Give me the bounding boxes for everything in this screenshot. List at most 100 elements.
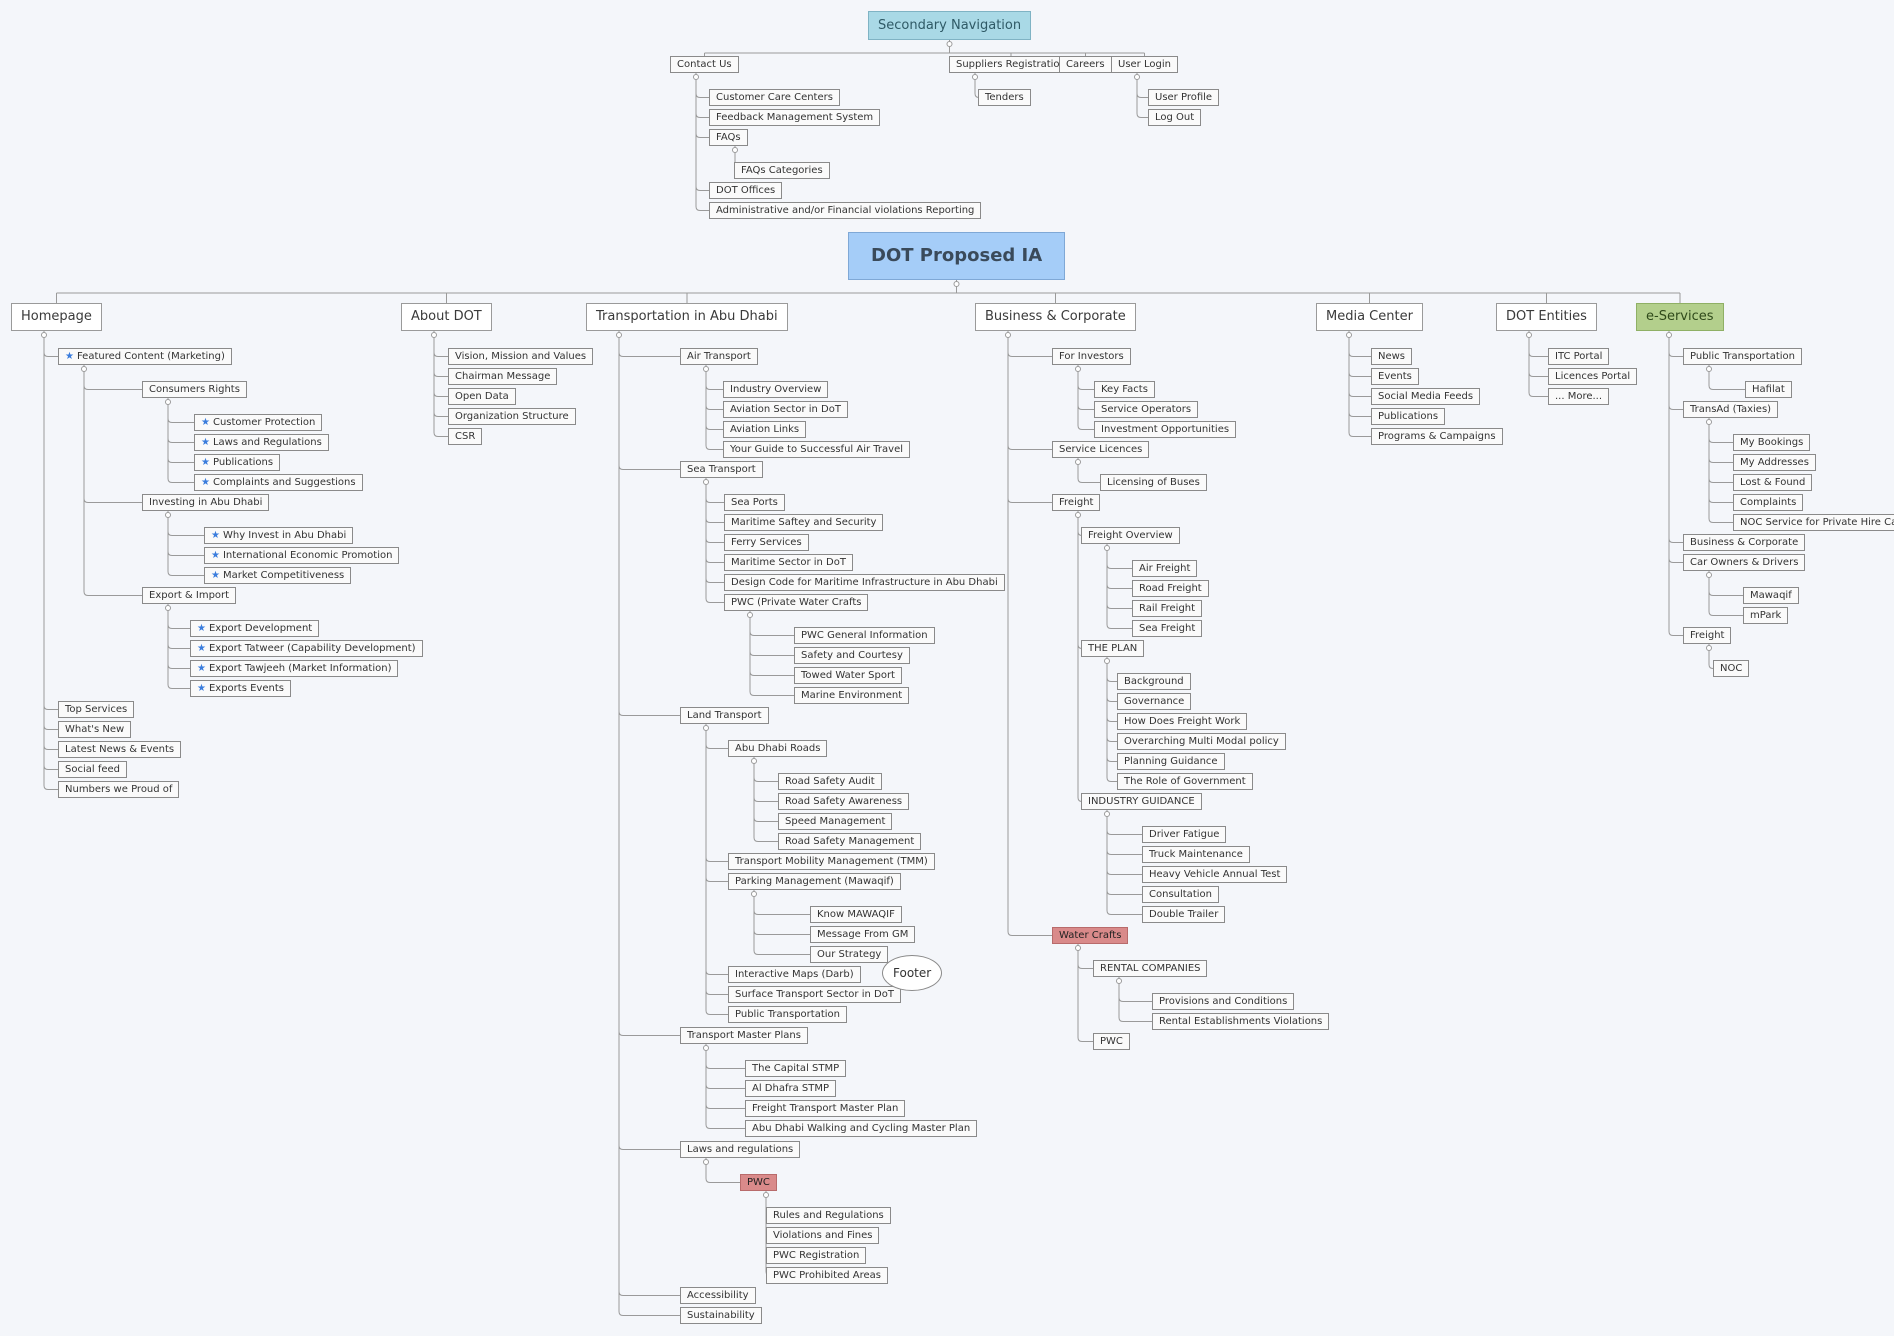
node-es-haf[interactable]: Hafilat — [1745, 381, 1792, 398]
node-h-ed[interactable]: ★Export Development — [190, 620, 320, 637]
node-m-news[interactable]: News — [1371, 348, 1413, 365]
node-t-laws[interactable]: Laws and regulations — [680, 1141, 801, 1158]
node-es[interactable]: e-Services — [1636, 303, 1724, 331]
node-t-tmp1[interactable]: The Capital STMP — [745, 1060, 847, 1077]
node-a-vis[interactable]: Vision, Mission and Values — [448, 348, 594, 365]
node-b-plan6[interactable]: The Role of Government — [1117, 773, 1253, 790]
collapse-handle-icon[interactable] — [1104, 658, 1110, 664]
node-t-air2[interactable]: Aviation Sector in DoT — [723, 401, 848, 418]
node-t-adr[interactable]: Abu Dhabi Roads — [728, 740, 828, 757]
node-m-pc[interactable]: Programs & Campaigns — [1371, 428, 1503, 445]
node-t-adr1[interactable]: Road Safety Audit — [778, 773, 882, 790]
node-t-air[interactable]: Air Transport — [680, 348, 758, 365]
collapse-handle-icon[interactable] — [1706, 419, 1712, 425]
node-t-surf[interactable]: Surface Transport Sector in DoT — [728, 986, 901, 1003]
node-t-park1[interactable]: Know MAWAQIF — [810, 906, 902, 923]
node-b-pwc[interactable]: PWC — [1093, 1033, 1130, 1050]
collapse-handle-icon[interactable] — [1134, 74, 1140, 80]
node-es-ta2[interactable]: My Addresses — [1733, 454, 1816, 471]
collapse-handle-icon[interactable] — [1526, 332, 1532, 338]
collapse-handle-icon[interactable] — [1104, 545, 1110, 551]
node-t-maps[interactable]: Interactive Maps (Darb) — [728, 966, 861, 983]
node-t-park2[interactable]: Message From GM — [810, 926, 916, 943]
collapse-handle-icon[interactable] — [1706, 572, 1712, 578]
collapse-handle-icon[interactable] — [1005, 332, 1011, 338]
node-h-cp[interactable]: ★Customer Protection — [194, 414, 323, 431]
node-t-lpwc2[interactable]: Violations and Fines — [766, 1227, 880, 1244]
node-root[interactable]: DOT Proposed IA — [848, 232, 1066, 280]
node-es-ta[interactable]: TransAd (Taxies) — [1683, 401, 1779, 418]
node-h-why[interactable]: ★Why Invest in Abu Dhabi — [204, 527, 354, 544]
node-t-tmm[interactable]: Transport Mobility Management (TMM) — [728, 853, 935, 870]
node-home[interactable]: Homepage — [11, 303, 102, 331]
node-h-news[interactable]: Latest News & Events — [58, 741, 182, 758]
node-sec-logout[interactable]: Log Out — [1148, 109, 1202, 126]
node-t-lpwc1[interactable]: Rules and Regulations — [766, 1207, 891, 1224]
node-b-fr[interactable]: Freight — [1052, 494, 1101, 511]
node-b-wc[interactable]: Water Crafts — [1052, 927, 1129, 944]
collapse-handle-icon[interactable] — [1104, 811, 1110, 817]
collapse-handle-icon[interactable] — [41, 332, 47, 338]
node-about[interactable]: About DOT — [401, 303, 492, 331]
collapse-handle-icon[interactable] — [703, 479, 709, 485]
node-sec-tenders[interactable]: Tenders — [978, 89, 1031, 106]
node-b-kf[interactable]: Key Facts — [1094, 381, 1155, 398]
node-m-smf[interactable]: Social Media Feeds — [1371, 388, 1481, 405]
node-footer[interactable]: Footer — [882, 955, 943, 991]
node-media[interactable]: Media Center — [1316, 303, 1423, 331]
collapse-handle-icon[interactable] — [165, 605, 171, 611]
node-es-ta4[interactable]: Complaints — [1733, 494, 1804, 511]
node-sec-login[interactable]: User Login — [1111, 56, 1178, 73]
node-sec-admin[interactable]: Administrative and/or Financial violatio… — [709, 202, 982, 219]
node-b-fo2[interactable]: Road Freight — [1132, 580, 1209, 597]
node-h-inv[interactable]: Investing in Abu Dhabi — [142, 494, 270, 511]
node-b-rc[interactable]: RENTAL COMPANIES — [1093, 960, 1208, 977]
node-b-plan3[interactable]: How Does Freight Work — [1117, 713, 1248, 730]
node-sec-contact[interactable]: Contact Us — [670, 56, 739, 73]
node-b-io[interactable]: Investment Opportunities — [1094, 421, 1237, 438]
node-h-exp[interactable]: Export & Import — [142, 587, 237, 604]
node-t-tmp[interactable]: Transport Master Plans — [680, 1027, 808, 1044]
collapse-handle-icon[interactable] — [751, 891, 757, 897]
node-es-noc[interactable]: NOC — [1713, 660, 1750, 677]
node-t-pt[interactable]: Public Transportation — [728, 1006, 847, 1023]
collapse-handle-icon[interactable] — [1706, 645, 1712, 651]
node-t-adr4[interactable]: Road Safety Management — [778, 833, 922, 850]
node-b-fo3[interactable]: Rail Freight — [1132, 600, 1203, 617]
node-e-lic[interactable]: Licences Portal — [1548, 368, 1638, 385]
collapse-handle-icon[interactable] — [732, 147, 738, 153]
node-sec-faqcat[interactable]: FAQs Categories — [734, 162, 830, 179]
node-trans[interactable]: Transportation in Abu Dhabi — [586, 303, 788, 331]
node-b-plan[interactable]: THE PLAN — [1081, 640, 1145, 657]
node-t-sea2[interactable]: Maritime Saftey and Security — [724, 514, 884, 531]
node-sec-careers[interactable]: Careers — [1059, 56, 1112, 73]
node-t-sea[interactable]: Sea Transport — [680, 461, 763, 478]
node-h-social[interactable]: Social feed — [58, 761, 127, 778]
node-t-air3[interactable]: Aviation Links — [723, 421, 807, 438]
collapse-handle-icon[interactable] — [1075, 945, 1081, 951]
collapse-handle-icon[interactable] — [81, 366, 87, 372]
node-h-etj[interactable]: ★Export Tawjeeh (Market Information) — [190, 660, 399, 677]
node-t-acc[interactable]: Accessibility — [680, 1287, 756, 1304]
node-h-feat[interactable]: ★Featured Content (Marketing) — [58, 348, 232, 365]
node-t-lpwc3[interactable]: PWC Registration — [766, 1247, 867, 1264]
node-b-ig4[interactable]: Consultation — [1142, 886, 1219, 903]
node-h-mc[interactable]: ★Market Competitiveness — [204, 567, 352, 584]
node-b-fo1[interactable]: Air Freight — [1132, 560, 1198, 577]
node-a-csr[interactable]: CSR — [448, 428, 483, 445]
node-b-plan5[interactable]: Planning Guidance — [1117, 753, 1225, 770]
node-b-rc1[interactable]: Provisions and Conditions — [1152, 993, 1295, 1010]
node-sec[interactable]: Secondary Navigation — [868, 11, 1032, 40]
node-t-pwc[interactable]: PWC (Private Water Crafts — [724, 594, 869, 611]
node-t-sea1[interactable]: Sea Ports — [724, 494, 785, 511]
node-sec-fms[interactable]: Feedback Management System — [709, 109, 881, 126]
node-t-sus[interactable]: Sustainability — [680, 1307, 762, 1324]
node-b-ig5[interactable]: Double Trailer — [1142, 906, 1226, 923]
node-t-adr3[interactable]: Speed Management — [778, 813, 893, 830]
collapse-handle-icon[interactable] — [616, 332, 622, 338]
node-b-plan2[interactable]: Governance — [1117, 693, 1192, 710]
node-h-iep[interactable]: ★International Economic Promotion — [204, 547, 400, 564]
node-t-tmp4[interactable]: Abu Dhabi Walking and Cycling Master Pla… — [745, 1120, 978, 1137]
node-b-fo[interactable]: Freight Overview — [1081, 527, 1180, 544]
node-t-air4[interactable]: Your Guide to Successful Air Travel — [723, 441, 910, 458]
